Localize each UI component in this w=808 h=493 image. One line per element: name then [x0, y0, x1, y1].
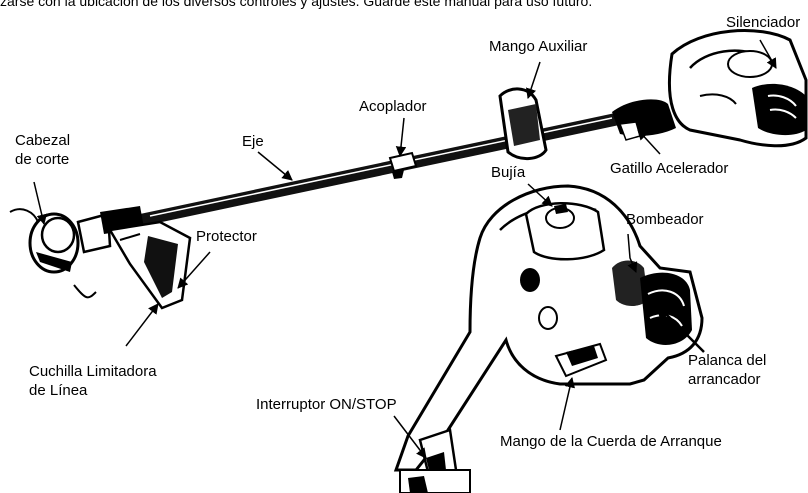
engine-closeup-drawing [393, 184, 704, 493]
arrow-interruptor [393, 415, 427, 459]
arrow-bombeador [627, 233, 638, 273]
cutting-head-drawing [9, 206, 144, 299]
callout-arrows [33, 39, 777, 459]
label-interruptor: Interruptor ON/STOP [256, 396, 397, 413]
aux-handle-drawing [498, 87, 548, 160]
arrow-protector [177, 251, 211, 289]
label-silenciador: Silenciador [726, 14, 801, 31]
engine-top-drawing [612, 29, 808, 148]
label-acoplador: Acoplador [359, 98, 427, 115]
arrow-acoplador [395, 117, 407, 158]
label-eje: Eje [242, 133, 264, 150]
manual-header-text: zarse con la ubicación de los diversos c… [0, 0, 593, 9]
arrow-eje [257, 151, 293, 181]
arrow-silenciador [759, 39, 777, 69]
label-protector: Protector [196, 228, 257, 245]
arrow-bujia [527, 183, 553, 207]
coupler-drawing [388, 151, 418, 179]
label-cabezal-line2: de corte [15, 151, 70, 168]
arrow-mango-cuerda [559, 376, 575, 431]
label-gatillo: Gatillo Acelerador [610, 160, 729, 177]
arrow-mango-auxiliar [526, 61, 541, 99]
arrow-gatillo [637, 129, 661, 155]
arrow-cabezal [33, 181, 47, 226]
label-cabezal-line1: Cabezal [15, 132, 71, 149]
arrow-cuchilla [125, 303, 159, 347]
label-mango-cuerda: Mango de la Cuerda de Arranque [500, 433, 722, 450]
label-cuchilla-line2: de Línea [29, 382, 88, 399]
label-bombeador: Bombeador [626, 211, 704, 228]
label-mango-auxiliar: Mango Auxiliar [489, 38, 588, 55]
label-bujia: Bujía [491, 164, 526, 181]
label-cuchilla-line1: Cuchilla Limitadora [29, 363, 157, 380]
label-palanca-line2: arrancador [688, 371, 761, 388]
arrow-palanca [654, 302, 705, 353]
label-palanca-line1: Palanca del [688, 352, 767, 369]
guard-drawing [107, 220, 192, 310]
